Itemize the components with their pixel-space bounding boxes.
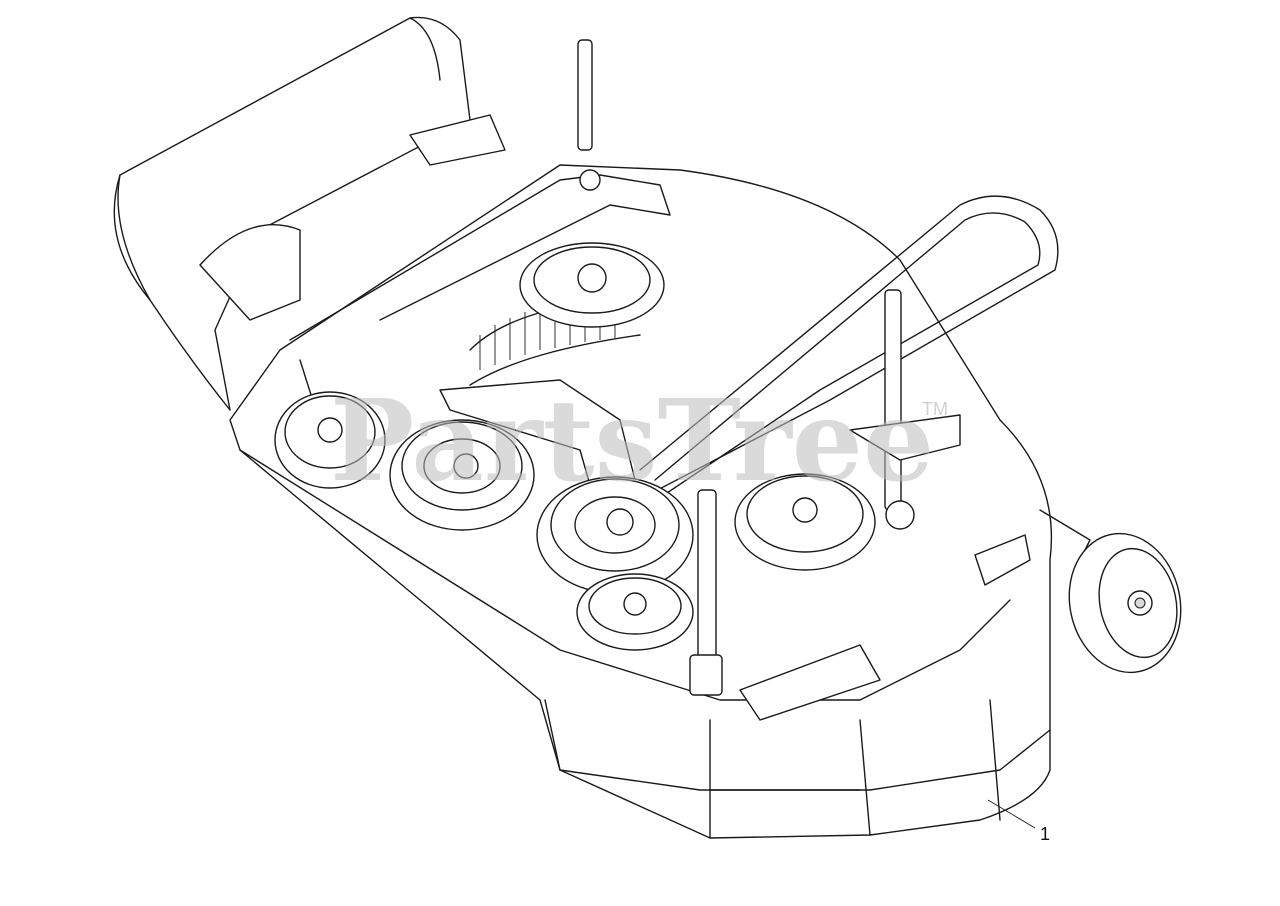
pulley-front-idler [576, 573, 694, 651]
pulley-right-spindle [734, 473, 876, 571]
gauge-wheel [1039, 509, 1182, 674]
pulley-rear [519, 242, 665, 328]
height-adjust-post-rear [577, 39, 601, 191]
warning-decal-front [739, 644, 881, 721]
height-adjust-post-right [884, 289, 915, 530]
pulley-left-spindle [389, 419, 535, 531]
callout-1-label: 1 [1040, 824, 1050, 844]
discharge-chute [113, 16, 471, 411]
pulley-left-outer [274, 391, 386, 489]
pulley-center-spindle [536, 476, 694, 594]
warning-decal-right [974, 534, 1031, 586]
callout-1: 1 [987, 799, 1050, 844]
watermark: PartsTree [330, 376, 934, 507]
warning-decal-rear-right [849, 414, 961, 461]
lift-handle [599, 195, 1059, 531]
watermark-trademark: TM [922, 399, 948, 419]
chute-hinge-brackets [199, 114, 506, 321]
height-adjust-post-front [689, 489, 723, 696]
